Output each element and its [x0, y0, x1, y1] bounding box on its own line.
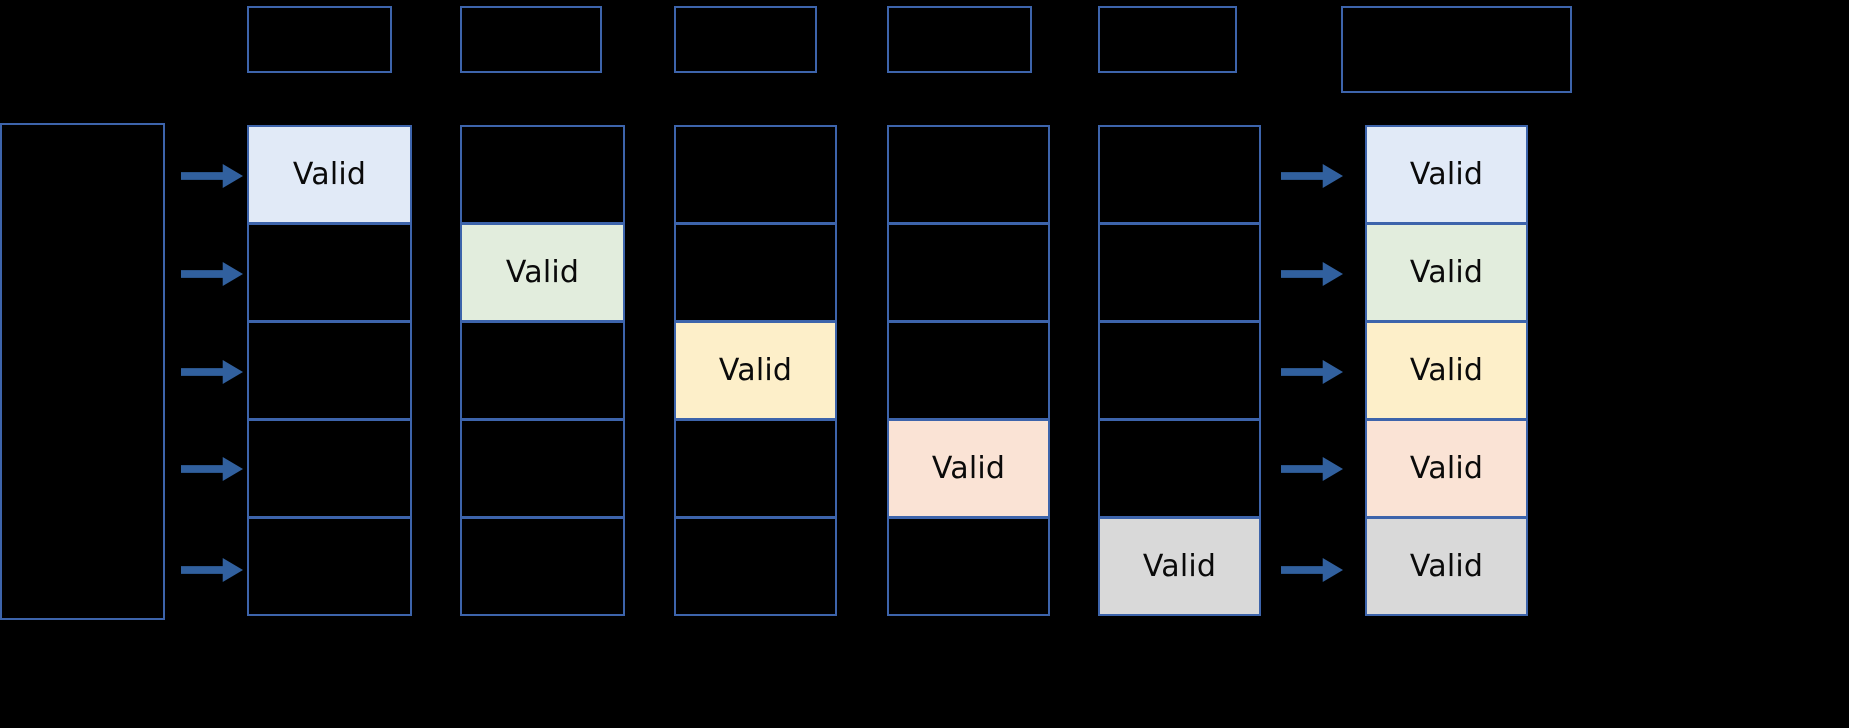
valid-cell[interactable]: Valid — [887, 419, 1050, 518]
header-box-6[interactable] — [1341, 6, 1572, 93]
left-arrow-row-3 — [181, 359, 243, 385]
left-arrow-row-5 — [181, 557, 243, 583]
empty-cell[interactable] — [247, 517, 412, 616]
left-arrow-row-4 — [181, 456, 243, 482]
valid-cell[interactable]: Valid — [674, 321, 837, 420]
cell-label: Valid — [292, 156, 367, 192]
empty-cell[interactable] — [460, 419, 625, 518]
header-box-5[interactable] — [1098, 6, 1237, 73]
cell-label: Valid — [1409, 548, 1484, 584]
valid-cell[interactable]: Valid — [1365, 419, 1528, 518]
cell-label: Valid — [931, 450, 1006, 486]
empty-cell[interactable] — [887, 125, 1050, 224]
empty-cell[interactable] — [247, 321, 412, 420]
header-box-2[interactable] — [460, 6, 602, 73]
valid-cell[interactable]: Valid — [1365, 223, 1528, 322]
valid-cell[interactable]: Valid — [1365, 321, 1528, 420]
cell-label: Valid — [1409, 254, 1484, 290]
empty-cell[interactable] — [887, 321, 1050, 420]
empty-cell[interactable] — [460, 321, 625, 420]
valid-cell[interactable]: Valid — [1365, 517, 1528, 616]
cell-label: Valid — [1409, 450, 1484, 486]
left-arrow-row-1 — [181, 163, 243, 189]
cell-label: Valid — [718, 352, 793, 388]
valid-cell[interactable]: Valid — [1365, 125, 1528, 224]
empty-cell[interactable] — [247, 223, 412, 322]
empty-cell[interactable] — [460, 125, 625, 224]
header-box-3[interactable] — [674, 6, 817, 73]
empty-cell[interactable] — [674, 223, 837, 322]
right-arrow-row-1 — [1281, 163, 1343, 189]
valid-cell[interactable]: Valid — [247, 125, 412, 224]
right-arrow-row-5 — [1281, 557, 1343, 583]
cell-label: Valid — [1142, 548, 1217, 584]
source-box[interactable] — [0, 123, 165, 620]
header-box-1[interactable] — [247, 6, 392, 73]
cell-label: Valid — [1409, 352, 1484, 388]
empty-cell[interactable] — [460, 517, 625, 616]
empty-cell[interactable] — [247, 419, 412, 518]
empty-cell[interactable] — [887, 223, 1050, 322]
right-arrow-row-3 — [1281, 359, 1343, 385]
header-box-4[interactable] — [887, 6, 1032, 73]
empty-cell[interactable] — [887, 517, 1050, 616]
empty-cell[interactable] — [1098, 223, 1261, 322]
empty-cell[interactable] — [1098, 125, 1261, 224]
right-arrow-row-4 — [1281, 456, 1343, 482]
empty-cell[interactable] — [1098, 419, 1261, 518]
cell-label: Valid — [1409, 156, 1484, 192]
left-arrow-row-2 — [181, 261, 243, 287]
empty-cell[interactable] — [674, 125, 837, 224]
valid-cell[interactable]: Valid — [460, 223, 625, 322]
empty-cell[interactable] — [674, 517, 837, 616]
empty-cell[interactable] — [1098, 321, 1261, 420]
right-arrow-row-2 — [1281, 261, 1343, 287]
valid-cell[interactable]: Valid — [1098, 517, 1261, 616]
cell-label: Valid — [505, 254, 580, 290]
empty-cell[interactable] — [674, 419, 837, 518]
